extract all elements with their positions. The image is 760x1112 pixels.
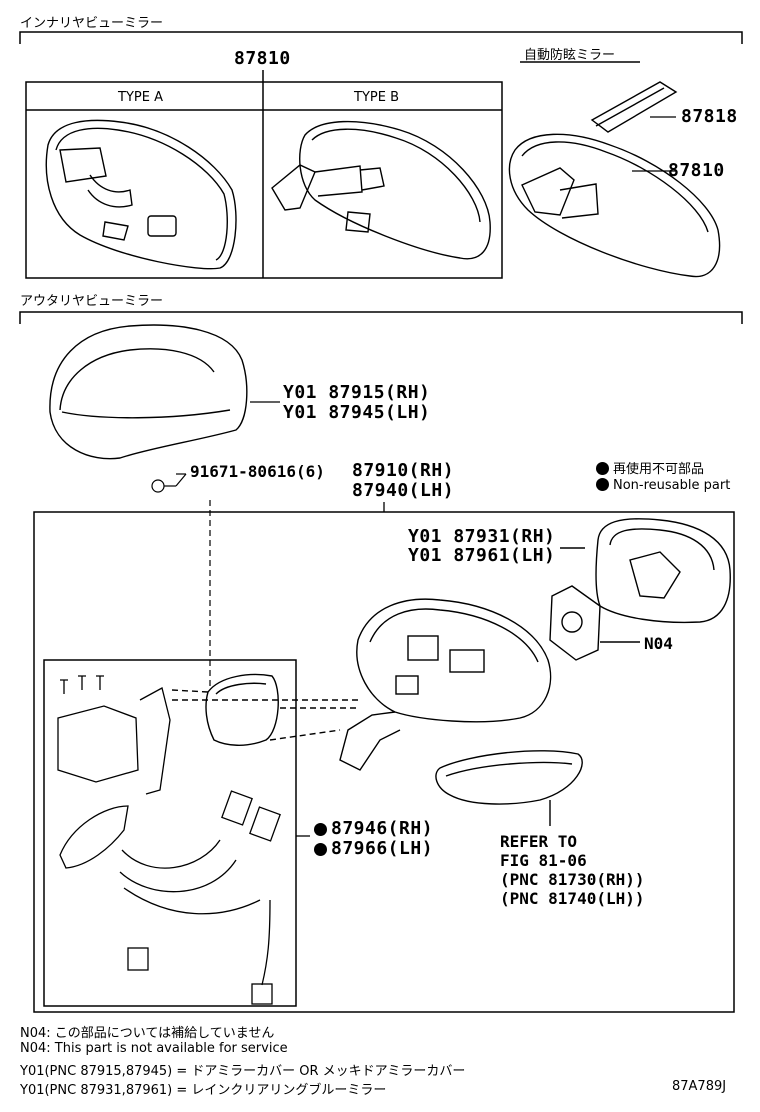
note-y01-glass: Y01(PNC 87931,87961) = レインクリアリングブルーミラー — [20, 1083, 387, 1098]
type-a-label: TYPE A — [118, 90, 163, 105]
actuator-part-code: N04 — [644, 634, 673, 653]
assembly-part-lh: 87940(LH) — [352, 480, 455, 501]
non-reusable-dot-icon — [314, 823, 327, 836]
screw — [151, 473, 211, 690]
refer-line-4: (PNC 81740(LH)) — [500, 889, 645, 908]
outer-mirror-section-title: アウタリヤビューミラー — [20, 294, 164, 309]
auto-dimming-mirror — [508, 81, 721, 278]
refer-line-1: REFER TO — [500, 832, 578, 851]
harness-part-lh: 87966(LH) — [314, 838, 433, 859]
cover-part-lh: Y01 87945(LH) — [283, 402, 431, 423]
harness-part-rh: 87946(RH) — [314, 818, 433, 839]
glass-part-rh: Y01 87931(RH) — [408, 526, 556, 547]
auto-part-87818: 87818 — [681, 106, 738, 127]
auto-part-87810: 87810 — [668, 160, 725, 181]
refer-line-2: FIG 81-06 — [500, 851, 587, 870]
assembly-part-rh: 87910(RH) — [352, 460, 455, 481]
inner-parts — [57, 675, 310, 1005]
type-a-mirror — [45, 119, 237, 270]
cover-part-rh: Y01 87915(RH) — [283, 382, 431, 403]
figure-code: 87A789J — [672, 1079, 727, 1094]
mirror-frame — [171, 673, 360, 746]
note-n04-jp: N04: この部品については補給していません — [20, 1026, 275, 1041]
type-b-mirror — [271, 120, 491, 260]
legend-non-reusable-en: Non-reusable part — [596, 478, 730, 493]
mirror-glass — [560, 518, 731, 624]
screw-part-number: 91671-80616(6) — [190, 462, 325, 481]
note-y01-cover: Y01(PNC 87915,87945) = ドアミラーカバー OR メッキドア… — [20, 1064, 466, 1079]
glass-part-lh: Y01 87961(LH) — [408, 545, 556, 566]
inner-mirror-part-number: 87810 — [234, 48, 291, 69]
mirror-housing — [339, 598, 552, 771]
type-b-label: TYPE B — [354, 90, 399, 105]
legend-non-reusable-jp: 再使用不可部品 — [596, 458, 704, 477]
non-reusable-dot-icon — [314, 843, 327, 856]
non-reusable-dot-icon — [596, 478, 609, 491]
note-n04-en: N04: This part is not available for serv… — [20, 1041, 288, 1056]
inner-mirror-section-title: インナリヤビューミラー — [20, 16, 164, 31]
actuator — [549, 585, 640, 661]
auto-dimming-label: 自動防眩ミラー — [524, 48, 616, 63]
refer-line-3: (PNC 81730(RH)) — [500, 870, 645, 889]
turn-signal-lamp — [435, 750, 583, 826]
non-reusable-dot-icon — [596, 462, 609, 475]
mirror-cover — [49, 324, 280, 460]
